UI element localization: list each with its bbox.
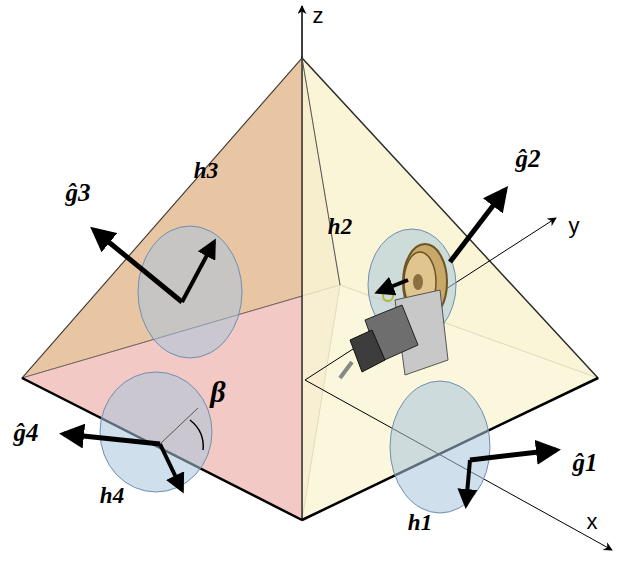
momentum-label: h1 xyxy=(408,511,432,534)
wheel-disc xyxy=(390,381,490,513)
z-axis xyxy=(301,6,303,58)
hub xyxy=(413,274,423,290)
momentum-vector xyxy=(466,460,470,505)
spin-axis xyxy=(64,434,160,444)
momentum-vector xyxy=(378,280,408,292)
vectors xyxy=(64,190,556,505)
connector xyxy=(383,291,393,301)
right-front-face xyxy=(302,58,598,520)
momentum-label: h2 xyxy=(328,215,352,238)
angle-label: β xyxy=(210,377,225,407)
axis-label: x xyxy=(587,511,598,533)
angle-arc xyxy=(190,420,203,450)
x-axis xyxy=(305,380,612,550)
motor-illustration xyxy=(340,244,448,378)
momentum-vector xyxy=(160,444,182,490)
vector-label: ĝ1 xyxy=(573,450,598,475)
hidden-edge xyxy=(302,58,340,285)
momentum-label: h4 xyxy=(100,484,124,507)
angle-leg xyxy=(160,408,198,444)
vector-label: ĝ2 xyxy=(516,146,541,171)
momentum-label: h3 xyxy=(194,159,218,182)
wheel-disc xyxy=(138,226,242,358)
spin-axis xyxy=(470,450,556,460)
base-edge xyxy=(302,378,598,520)
vector-label: ĝ3 xyxy=(66,180,91,205)
momentum-vector xyxy=(182,242,214,302)
vector-label: ĝ4 xyxy=(14,420,39,445)
axis-label: z xyxy=(313,5,324,27)
spin-axis xyxy=(94,230,182,302)
spin-axis xyxy=(450,190,505,262)
wheel-disc xyxy=(100,372,212,492)
y-axis xyxy=(305,218,556,380)
left-front-overlay xyxy=(22,58,302,520)
motor-end xyxy=(350,330,385,372)
shaft xyxy=(340,362,352,378)
axis-label: y xyxy=(569,215,580,237)
